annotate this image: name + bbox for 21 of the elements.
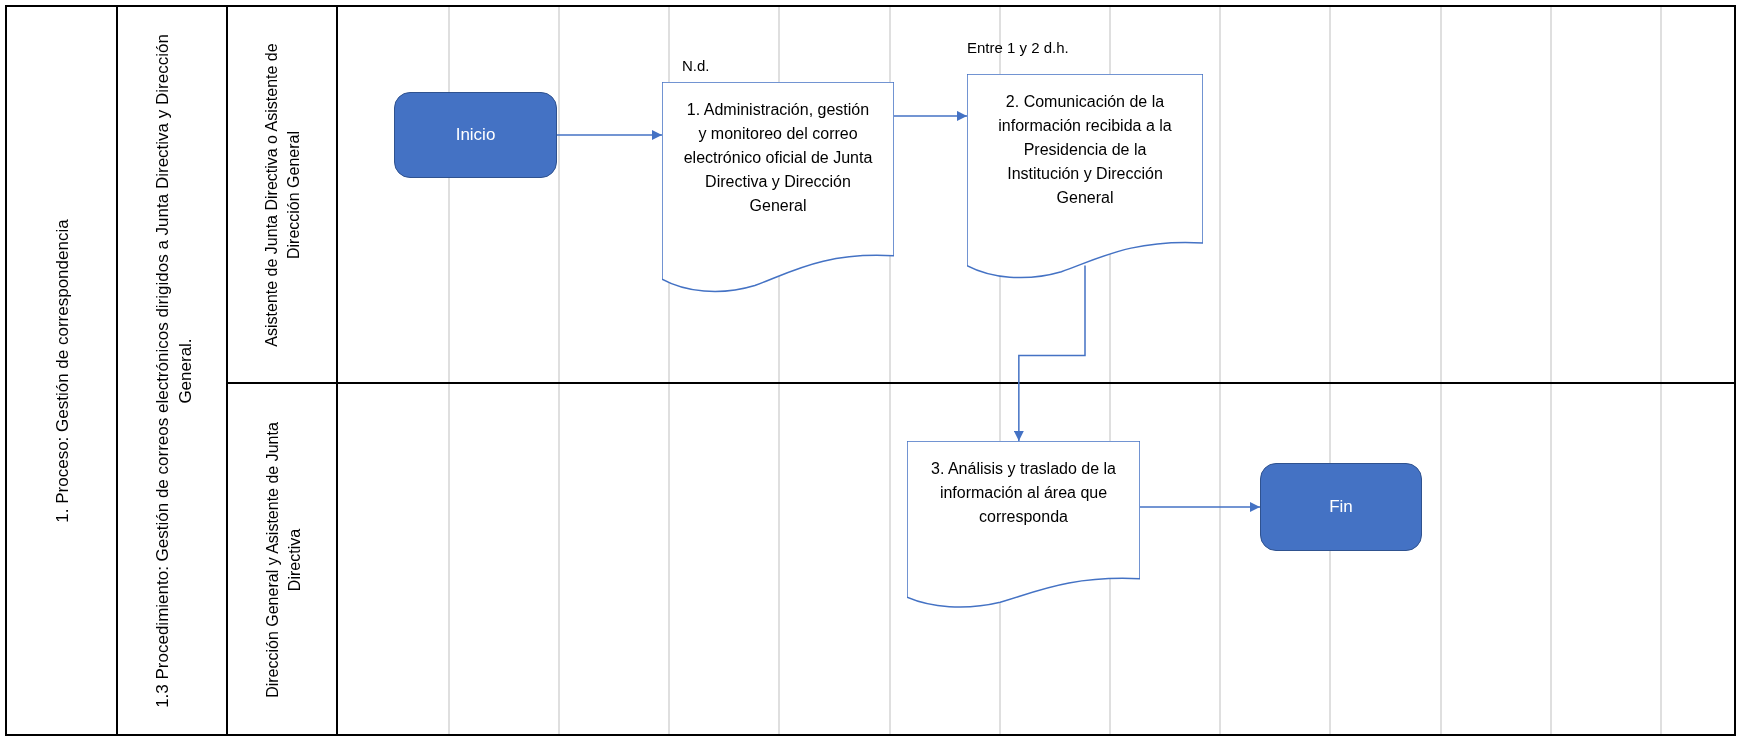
- vertical-label: Asistente de Junta Directiva o Asistente de Dirección General: [262, 42, 303, 349]
- terminal-label: Inicio: [455, 124, 496, 147]
- flow-arrow: [1013, 264, 1086, 442]
- step-text: 2. Comunicación de la información recibida a la Presidencia de la Institución y Dirección General: [998, 93, 1172, 206]
- vertical-label: 1. Proceso: Gestión de correspondencia: [51, 217, 73, 525]
- terminal-shape: [394, 92, 557, 178]
- document-shape: [967, 74, 1203, 280]
- vertical-label: Dirección General y Asistente de Junta Directiva: [262, 420, 303, 700]
- duration-label: Entre 1 y 2 d.h.: [967, 38, 1069, 58]
- step-text: 3. Análisis y traslado de la información al área que corresponda: [931, 460, 1116, 525]
- swimlane: [228, 6, 1735, 384]
- duration-label: N.d.: [682, 56, 710, 76]
- flow-arrow: [556, 130, 663, 140]
- flow-arrow: [893, 110, 968, 121]
- flow-arrow: [1139, 502, 1261, 512]
- terminal-shape: [1260, 463, 1422, 551]
- step-text: 1. Administración, gestión y monitoreo del correo electrónico oficial de Junta Directiva y Dirección General: [683, 101, 873, 214]
- terminal-label: Fin: [1329, 496, 1353, 519]
- document-shape: [662, 82, 894, 294]
- vertical-label: 1.3 Procedimiento: Gestión de correos electrónicos dirigidos a Junta Directiva y Dirección General.: [150, 32, 195, 710]
- document-shape: [907, 441, 1140, 609]
